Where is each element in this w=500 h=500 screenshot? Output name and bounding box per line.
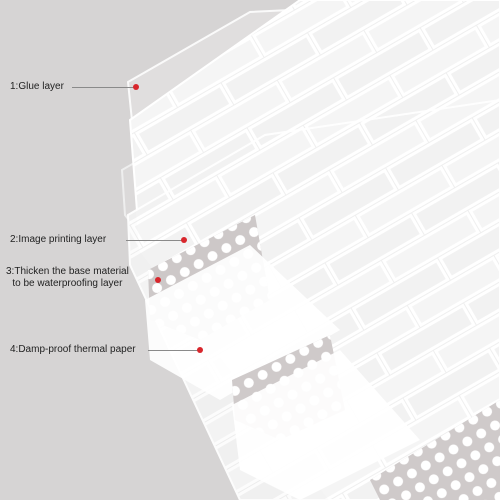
image-printing-layer-lower [126,98,500,500]
callout-image-printing-layer: 2:Image printing layer [10,234,106,246]
callout-glue-layer-marker [133,84,139,90]
callout-thermal-paper-leader [148,350,198,351]
callout-waterproofing-layer-marker [155,277,161,283]
callout-glue-layer-leader [72,87,134,88]
callout-image-printing-layer-text: 2:Image printing layer [10,234,107,245]
callout-thermal-paper-text: 4:Damp-proof thermal paper [10,344,136,355]
thermal-paper-corner-dots-overlay [370,400,500,500]
callout-image-printing-layer-leader [126,240,182,241]
callout-glue-layer-text: 1:Glue layer [10,81,64,92]
thermal-paper-sheet [232,350,420,500]
callout-image-printing-layer-marker [181,237,187,243]
callout-waterproofing-layer: 3:Thicken the base material to be waterp… [6,266,129,290]
waterproofing-base-sheet [145,245,340,400]
callout-waterproofing-layer-text-line1: 3:Thicken the base material [6,266,129,277]
callout-waterproofing-layer-text-line2: to be waterproofing layer [12,278,123,289]
callout-thermal-paper-marker [197,347,203,353]
callout-glue-layer: 1:Glue layer [10,81,64,93]
callout-thermal-paper: 4:Damp-proof thermal paper [10,344,136,356]
